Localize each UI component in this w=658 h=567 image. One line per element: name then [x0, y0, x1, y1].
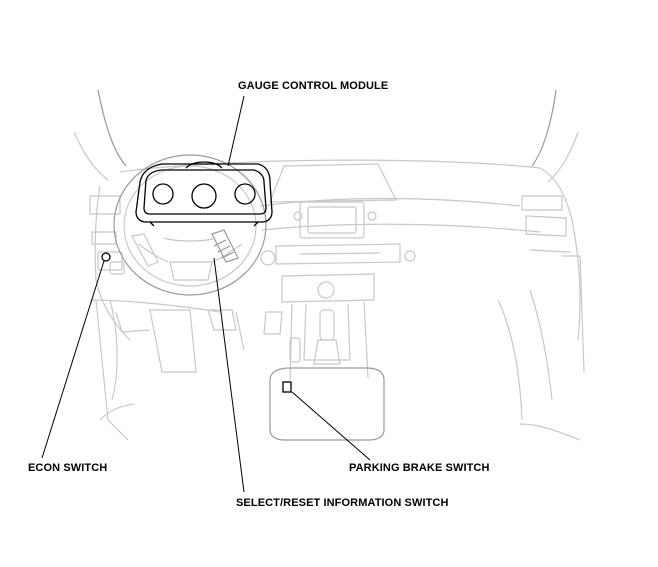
left-switch-panel [97, 251, 125, 275]
leader-econ-switch [41, 260, 105, 459]
econ-switch-marker [101, 252, 111, 262]
parking-brake-switch-marker [282, 381, 292, 393]
leader-gauge-control-module [227, 95, 245, 167]
leader-select-reset-switch [213, 257, 245, 493]
windshield-pillars [73, 89, 579, 183]
center-console [269, 367, 385, 441]
parking-brake-switch-label: PARKING BRAKE SWITCH [349, 462, 490, 474]
dashboard-outline [89, 159, 581, 341]
econ-switch-label: ECON SWITCH [28, 462, 108, 474]
steering-wheel [113, 154, 267, 296]
shifter [289, 309, 341, 365]
leader-lines [41, 95, 371, 493]
center-stack [260, 163, 416, 381]
select-reset-information-switch-label: SELECT/RESET INFORMATION SWITCH [236, 497, 449, 509]
leader-parking-brake-switch [291, 391, 371, 461]
gauge-control-module-label: GAUGE CONTROL MODULE [238, 80, 389, 92]
gauge-cluster [135, 161, 273, 227]
lower-interior-lines [95, 255, 585, 441]
